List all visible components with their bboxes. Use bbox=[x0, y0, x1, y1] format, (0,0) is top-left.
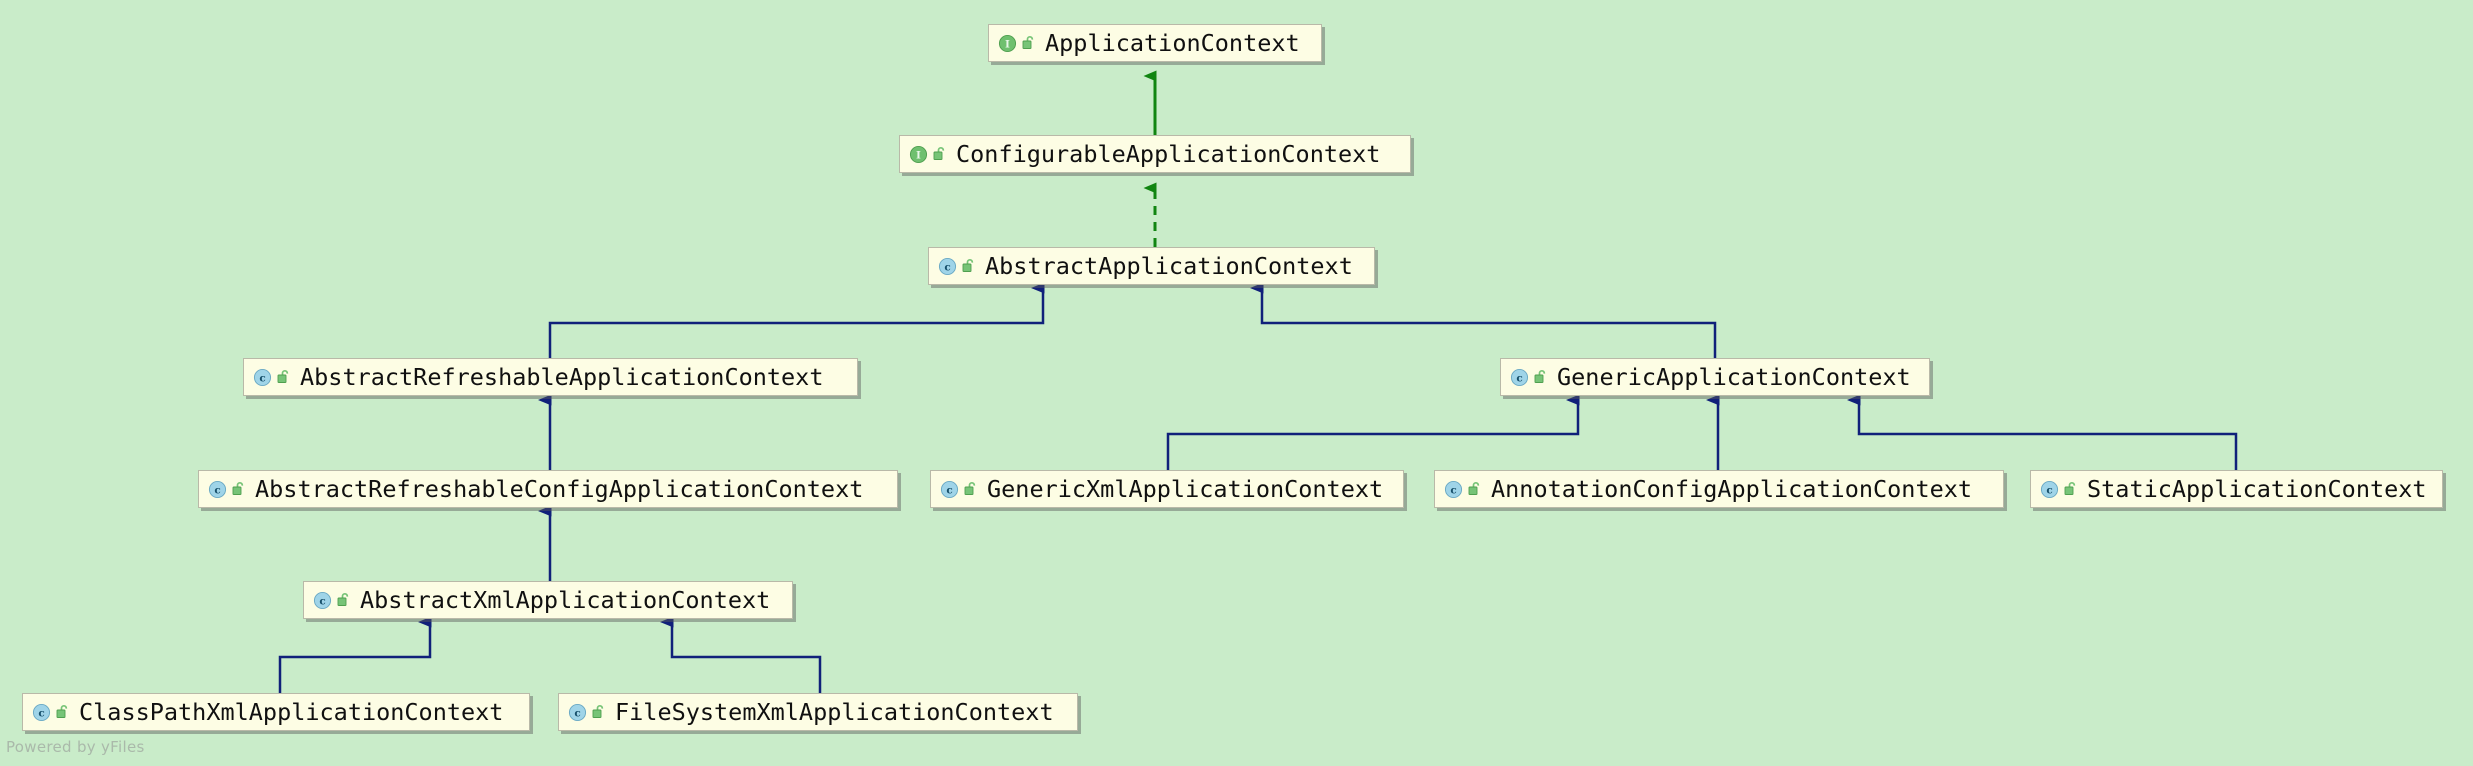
node-icons: c bbox=[1510, 368, 1548, 387]
svg-text:c: c bbox=[574, 707, 580, 719]
svg-text:I: I bbox=[1005, 38, 1010, 50]
public-lock-icon bbox=[56, 704, 68, 718]
class-node-StaticApplicationContext[interactable]: c StaticApplicationContext bbox=[2030, 470, 2443, 508]
node-icons: I bbox=[909, 145, 947, 164]
class-icon: c bbox=[313, 591, 332, 609]
node-label: AbstractXmlApplicationContext bbox=[360, 586, 771, 614]
node-label: GenericXmlApplicationContext bbox=[987, 475, 1384, 503]
svg-text:c: c bbox=[214, 484, 220, 496]
edge-static-to-generic bbox=[1847, 394, 2238, 470]
class-icon: c bbox=[568, 703, 587, 721]
class-node-AnnotationConfigApplicationContext[interactable]: c AnnotationConfigApplicationContext bbox=[1434, 470, 2004, 508]
class-icon: c bbox=[32, 703, 51, 721]
svg-text:c: c bbox=[1450, 484, 1456, 496]
node-label: GenericApplicationContext bbox=[1557, 363, 1911, 391]
class-node-AbstractRefreshableApplicationContext[interactable]: c AbstractRefreshableApplicationContext bbox=[243, 358, 858, 396]
node-label: AbstractRefreshableConfigApplicationCont… bbox=[255, 475, 864, 503]
svg-text:c: c bbox=[946, 484, 952, 496]
class-icon: c bbox=[208, 480, 227, 498]
class-node-ConfigurableApplicationContext[interactable]: I ConfigurableApplicationContext bbox=[899, 135, 1411, 173]
node-label: AbstractApplicationContext bbox=[985, 252, 1353, 280]
node-icons: c bbox=[313, 591, 351, 610]
node-label: FileSystemXmlApplicationContext bbox=[615, 698, 1054, 726]
public-lock-icon bbox=[1468, 481, 1480, 495]
class-icon: c bbox=[1444, 480, 1463, 498]
svg-text:c: c bbox=[944, 261, 950, 273]
svg-text:c: c bbox=[38, 707, 44, 719]
class-icon: c bbox=[2040, 480, 2059, 498]
interface-icon: I bbox=[909, 145, 928, 163]
node-icons: c bbox=[568, 703, 606, 722]
public-lock-icon bbox=[962, 258, 974, 272]
node-label: ConfigurableApplicationContext bbox=[956, 140, 1381, 168]
class-icon: c bbox=[1510, 368, 1529, 386]
node-label: ApplicationContext bbox=[1045, 29, 1300, 57]
interface-icon: I bbox=[998, 34, 1017, 52]
node-icons: c bbox=[1444, 480, 1482, 499]
edge-generic-to-abstractapplicationcontext bbox=[1250, 282, 1717, 358]
public-lock-icon bbox=[2064, 481, 2076, 495]
node-label: AnnotationConfigApplicationContext bbox=[1491, 475, 1973, 503]
node-label: ClassPathXmlApplicationContext bbox=[79, 698, 504, 726]
public-lock-icon bbox=[337, 592, 349, 606]
class-node-ApplicationContext[interactable]: I ApplicationContext bbox=[988, 24, 1322, 62]
class-icon: c bbox=[938, 257, 957, 275]
svg-text:I: I bbox=[916, 149, 921, 161]
node-icons: c bbox=[32, 703, 70, 722]
class-node-ClassPathXmlApplicationContext[interactable]: c ClassPathXmlApplicationContext bbox=[22, 693, 530, 731]
public-lock-icon bbox=[277, 369, 289, 383]
node-label: AbstractRefreshableApplicationContext bbox=[300, 363, 824, 391]
node-icons: c bbox=[208, 480, 246, 499]
class-node-GenericXmlApplicationContext[interactable]: c GenericXmlApplicationContext bbox=[930, 470, 1404, 508]
public-lock-icon bbox=[1022, 35, 1034, 49]
public-lock-icon bbox=[933, 146, 945, 160]
edge-filesystemxml-to-abstractxml bbox=[660, 616, 822, 693]
class-node-AbstractApplicationContext[interactable]: c AbstractApplicationContext bbox=[928, 247, 1375, 285]
node-icons: c bbox=[938, 257, 976, 276]
node-icons: I bbox=[998, 34, 1036, 53]
edge-abstractrefreshable-to-abstractapplicationcontext bbox=[548, 282, 1045, 358]
class-icon: c bbox=[253, 368, 272, 386]
class-node-GenericApplicationContext[interactable]: c GenericApplicationContext bbox=[1500, 358, 1930, 396]
class-node-AbstractRefreshableConfigApplicationContext[interactable]: c AbstractRefreshableConfigApplicationCon… bbox=[198, 470, 898, 508]
node-icons: c bbox=[2040, 480, 2078, 499]
edge-classpathxml-to-abstractxml bbox=[278, 616, 432, 693]
public-lock-icon bbox=[592, 704, 604, 718]
node-icons: c bbox=[253, 368, 291, 387]
class-icon: c bbox=[940, 480, 959, 498]
node-icons: c bbox=[940, 480, 978, 499]
svg-text:c: c bbox=[1516, 372, 1522, 384]
public-lock-icon bbox=[1534, 369, 1546, 383]
yfiles-watermark: Powered by yFiles bbox=[6, 738, 145, 756]
public-lock-icon bbox=[232, 481, 244, 495]
svg-text:c: c bbox=[2046, 484, 2052, 496]
class-node-FileSystemXmlApplicationContext[interactable]: c FileSystemXmlApplicationContext bbox=[558, 693, 1078, 731]
class-node-AbstractXmlApplicationContext[interactable]: c AbstractXmlApplicationContext bbox=[303, 581, 793, 619]
public-lock-icon bbox=[964, 481, 976, 495]
svg-text:c: c bbox=[259, 372, 265, 384]
edge-genericxml-to-generic bbox=[1166, 394, 1580, 470]
node-label: StaticApplicationContext bbox=[2087, 475, 2427, 503]
svg-text:c: c bbox=[319, 595, 325, 607]
